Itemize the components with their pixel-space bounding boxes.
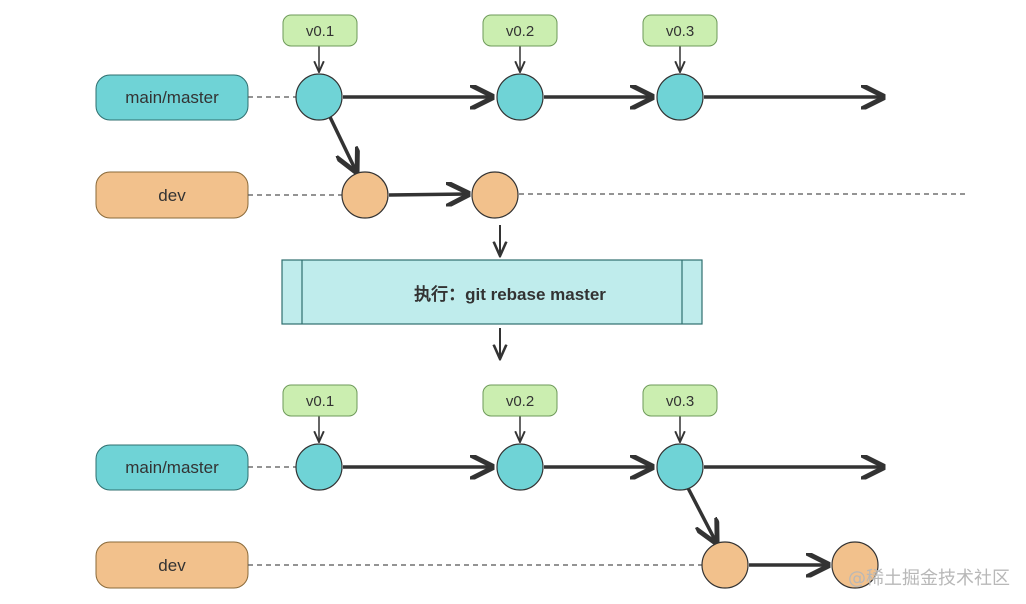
- branch-label-text: dev: [158, 556, 186, 575]
- tag-label: v0.2: [506, 393, 534, 410]
- tag-v01: v0.1: [282, 14, 358, 47]
- branch-dev-label: dev: [95, 171, 249, 219]
- tag-v02: v0.2: [482, 384, 558, 417]
- branch-label-text: dev: [158, 186, 186, 205]
- commit-node-main: [496, 73, 544, 121]
- tag-label: v0.3: [666, 393, 694, 410]
- commit-arrow: [388, 194, 468, 195]
- commit-node-main: [656, 443, 704, 491]
- commit-node-dev: [341, 171, 389, 219]
- tag-label: v0.1: [306, 393, 334, 410]
- before-section: v0.1 v0.2 v0.3 main/master dev: [95, 14, 968, 219]
- commit-node-main: [496, 443, 544, 491]
- commit-node-dev: [831, 541, 879, 589]
- tag-label: v0.1: [306, 23, 334, 40]
- watermark: @稀土掘金技术社区: [848, 568, 1010, 589]
- branch-label-text: main/master: [125, 458, 219, 477]
- after-section: v0.1 v0.2 v0.3 main/master dev: [95, 384, 883, 589]
- branch-label-text: main/master: [125, 88, 219, 107]
- tag-label: v0.3: [666, 23, 694, 40]
- commit-node-main: [295, 443, 343, 491]
- tag-v01: v0.1: [282, 384, 358, 417]
- tag-v03: v0.3: [642, 14, 718, 47]
- branch-main-label: main/master: [95, 444, 249, 491]
- branch-arrow: [686, 487, 716, 542]
- tag-v03: v0.3: [642, 384, 718, 417]
- command-box: 执行：git rebase master: [281, 259, 703, 325]
- tag-label: v0.2: [506, 23, 534, 40]
- commit-node-main: [656, 73, 704, 121]
- commit-node-main: [295, 73, 343, 121]
- command-text: 执行：git rebase master: [414, 284, 606, 304]
- tag-v02: v0.2: [482, 14, 558, 47]
- branch-main-label: main/master: [95, 74, 249, 121]
- branch-arrow: [328, 116, 356, 171]
- branch-dev-label: dev: [95, 541, 249, 589]
- commit-node-dev: [701, 541, 749, 589]
- commit-node-dev: [471, 171, 519, 219]
